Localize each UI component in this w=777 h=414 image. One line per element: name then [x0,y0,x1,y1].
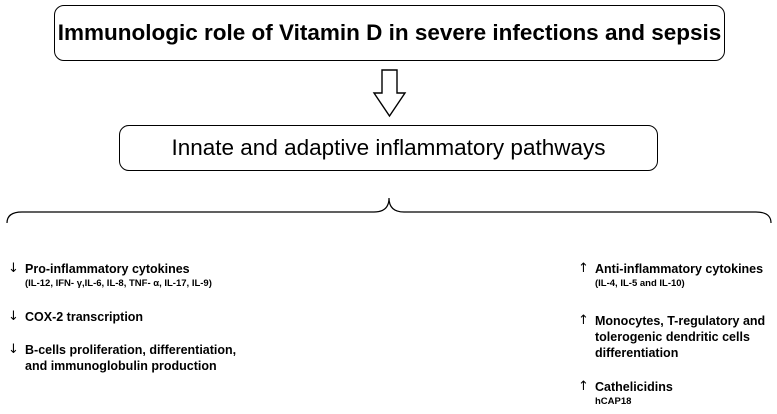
item-label: COX-2 transcription [25,310,144,324]
item-label: Pro-inflammatory cytokines [25,262,190,276]
left-item-cox2: ↓ COX-2 transcription [8,309,143,325]
up-arrow-icon: ↑ [578,261,589,276]
pathway-box: Innate and adaptive inflammatory pathway… [119,125,658,171]
up-arrow-icon: ↑ [578,379,589,394]
down-arrow-icon [372,69,407,118]
curly-brace [6,197,772,224]
item-label-line-3: differentiation [595,346,679,360]
item-label: Anti-inflammatory cytokines [595,262,764,276]
down-arrow-icon: ↓ [8,309,19,324]
item-sublabel: (IL-4, IL-5 and IL-10) [595,278,685,289]
pathway-label: Innate and adaptive inflammatory pathway… [171,135,606,160]
right-item-anti-inflammatory: ↑ Anti-inflammatory cytokines (IL-4, IL-… [578,261,763,290]
item-sublabel: (IL-12, IFN- γ,IL-6, IL-8, TNF- α, IL-17… [25,278,212,289]
item-sublabel: hCAP18 [595,396,632,407]
right-item-cathelicidins: ↑ Cathelicidins hCAP18 [578,379,673,408]
up-arrow-icon: ↑ [578,313,589,328]
item-label-line-2: tolerogenic dendritic cells [595,330,750,344]
diagram-title: Immunologic role of Vitamin D in severe … [57,20,722,45]
item-label-line-1: B-cells proliferation, differentiation, [25,343,237,357]
title-box: Immunologic role of Vitamin D in severe … [54,5,725,61]
item-label: Cathelicidins [595,380,673,394]
left-item-pro-inflammatory: ↓ Pro-inflammatory cytokines (IL-12, IFN… [8,261,212,290]
down-arrow-icon: ↓ [8,342,19,357]
item-label-line-1: Monocytes, T-regulatory and [595,314,766,328]
item-label-line-2: and immunoglobulin production [25,359,217,373]
down-arrow-icon: ↓ [8,261,19,276]
right-item-monocytes: ↑ Monocytes, T-regulatory and tolerogeni… [578,313,765,361]
left-item-b-cells: ↓ B-cells proliferation, differentiation… [8,342,236,374]
